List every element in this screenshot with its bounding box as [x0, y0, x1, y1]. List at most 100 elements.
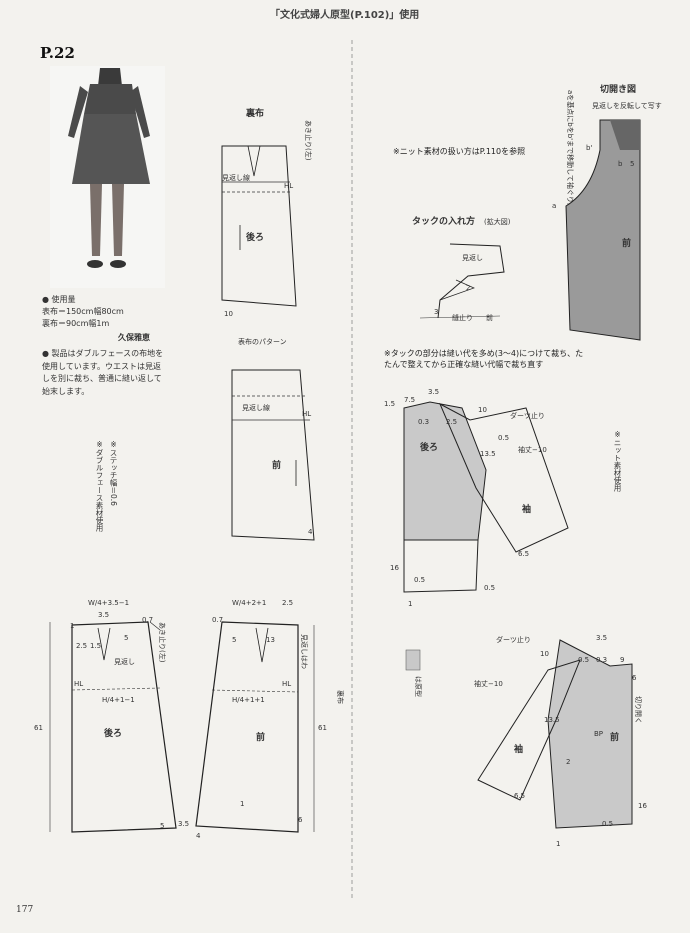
n13-front: 13 — [266, 636, 275, 644]
tuck-cut-note: ※タックの部分は縫い代を多め(3〜4)につけて裁ち、たたんで整えてから正確な縫い… — [384, 349, 584, 369]
h-front-label: H/4+1+1 — [232, 696, 265, 704]
lining-label: 裏布 — [245, 107, 264, 119]
hl-label: HL — [284, 182, 293, 190]
front-bodice-label: 前 — [610, 731, 619, 743]
opening-figure-title: 切開き図 — [600, 84, 636, 95]
length-front: 61 — [318, 724, 327, 732]
front-n65: 6.5 — [514, 792, 525, 800]
draft-back-skirt: W/4+3.5−1 0.7 3.5 2.5 1.5 5 1 見返し HL H/4… — [34, 599, 189, 833]
n1-front: 1 — [240, 800, 244, 808]
original-legend-swatch — [405, 649, 421, 671]
back-n03: 0.3 — [418, 418, 429, 426]
draft-back-label: 後ろ — [104, 727, 122, 739]
n07-back: 0.7 — [142, 616, 153, 624]
page-header: 「文化式婦人原型(P.102)」使用 — [270, 10, 420, 21]
opening-figure: 切開き図 前 a b b' 5 — [552, 84, 641, 341]
materials-outer: 表布＝150cm幅80cm — [42, 307, 124, 316]
knit-reference-note: ※ニット素材の扱い方はP.110を参照 — [393, 147, 526, 156]
front-n135: 13.5 — [544, 716, 560, 724]
back-bodice-draft: 後ろ 袖 ダーツ止り 袖丈−10 3.5 7.5 1.5 2.5 0.3 10 … — [384, 388, 569, 608]
back-n75: 7.5 — [404, 396, 415, 404]
outer-front-skirt: 表布のパターン 見返し線 HL 前 4 — [231, 337, 315, 541]
page-number: P.22 — [40, 44, 75, 62]
opening-n5: 5 — [630, 160, 634, 168]
tuck-title: タックの入れ方 — [412, 215, 475, 227]
hl-back: HL — [74, 680, 83, 688]
n35-hem: 3.5 — [178, 820, 189, 828]
dart-end-front: ダーツ止り — [496, 635, 531, 644]
bp-label: BP — [594, 730, 603, 738]
move-note: aを基点にbをb'まで移動して袖ぐり線を写す — [566, 90, 575, 231]
n6-front: 6 — [298, 816, 303, 824]
back-side-n05: 0.5 — [484, 584, 495, 592]
lining-pattern-label: 表布のパターン — [238, 337, 287, 346]
tuck-front-label: 前 — [486, 313, 493, 322]
front-n10: 10 — [540, 650, 549, 658]
hl-front: HL — [282, 680, 291, 688]
point-a: a — [552, 202, 556, 210]
materials-block: ● 使用量 表布＝150cm幅80cm 裏布＝90cm幅1m — [42, 294, 162, 330]
length-back: 61 — [34, 724, 43, 732]
front-n03: 0.3 — [596, 656, 607, 664]
tuck-facing-label: 見返し — [462, 254, 483, 262]
front-n16: 16 — [638, 802, 647, 810]
folio: 177 — [16, 905, 34, 915]
n15-back: 1.5 — [90, 642, 101, 650]
model-photo — [50, 66, 165, 288]
n07-front: 0.7 — [212, 616, 223, 624]
front-n9: 9 — [620, 656, 624, 664]
facing-line-label-2: 見返し線 — [242, 403, 270, 412]
front-bottom-n05: 0.5 — [602, 820, 613, 828]
back-n35: 3.5 — [428, 388, 439, 396]
w-front-label: W/4+2+1 — [232, 599, 266, 607]
materials-heading: ● 使用量 — [42, 295, 76, 304]
hl-label-2: HL — [302, 410, 311, 418]
draft-front-label: 前 — [256, 731, 265, 743]
n5-hem: 5 — [160, 822, 164, 830]
back-n10: 10 — [478, 406, 487, 414]
n1-back: 1 — [70, 622, 74, 630]
dart-end-back: ダーツ止り — [510, 411, 545, 420]
n5-front: 5 — [232, 636, 236, 644]
n35-back: 3.5 — [98, 611, 109, 619]
opening-front-label: 前 — [622, 237, 631, 249]
facing-line-label: 見返し線 — [222, 173, 250, 182]
sleeve-length-front: 袖丈−10 — [474, 679, 503, 688]
sleeve-length-back: 袖丈−10 — [518, 445, 547, 454]
facing-back: 見返し — [114, 658, 135, 666]
front-n1: 1 — [556, 840, 560, 848]
production-note: ● 製品はダブルフェースの布地を使用しています。ウエストは見返しを別に裁ち、普通… — [42, 349, 164, 396]
tuck-n2: 2 — [466, 284, 470, 292]
back-n25: 2.5 — [446, 418, 457, 426]
w-back-label: W/4+3.5−1 — [88, 599, 129, 607]
h-back-label: H/4+1−1 — [102, 696, 135, 704]
cut-open-label: 切り開く — [634, 696, 642, 724]
n4-front: 4 — [196, 832, 201, 840]
back-n1: 1 — [408, 600, 412, 608]
materials-lining: 裏布＝90cm幅1m — [42, 319, 110, 328]
stitch-note: ※ステッチ幅＝0.6 — [109, 440, 118, 506]
back-n16: 16 — [390, 564, 399, 572]
front-bodice-draft: 前 袖 BP ダーツ止り 袖丈−10 3.5 9 6 0.5 0.3 10 13… — [474, 634, 647, 848]
hem-number: 10 — [224, 310, 233, 318]
designer-name: 久保雅恵 — [118, 333, 150, 342]
front-n05: 0.5 — [578, 656, 589, 664]
back-bottom-n05: 0.5 — [414, 576, 425, 584]
n5-back: 5 — [124, 634, 128, 642]
front-n6: 6 — [632, 674, 637, 682]
front-n35: 3.5 — [596, 634, 607, 642]
tuck-n3: 3 — [434, 308, 438, 316]
back-sleeve-label: 袖 — [521, 503, 531, 515]
lining-back-skirt: 裏布 見返し線 HL 後ろ 10 — [221, 107, 297, 318]
n25-front: 2.5 — [282, 599, 293, 607]
back-n135: 13.5 — [480, 450, 496, 458]
opening-label-2: あき止り(左) — [158, 622, 167, 663]
sew-end-label: 縫止り — [452, 313, 473, 322]
tuck-detail: タックの入れ方 (拡大図) 見返し 縫止り 前 2 3 — [412, 215, 511, 322]
front-n2: 2 — [566, 758, 570, 766]
double-face-note: ※ダブルフェース素材使用 — [95, 440, 104, 532]
draft-front-skirt: W/4+2+1 2.5 0.7 5 13 HL H/4+1+1 前 61 6 1… — [195, 599, 327, 840]
hem-number-2: 4 — [308, 528, 313, 536]
front-sleeve-label: 袖 — [513, 743, 523, 755]
point-b: b — [618, 160, 623, 168]
